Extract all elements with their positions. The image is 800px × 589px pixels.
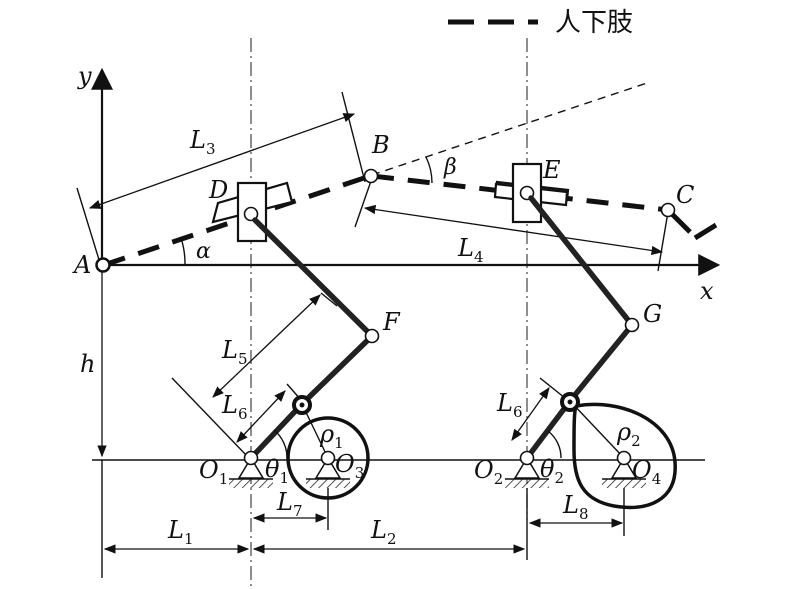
point-e-label: E	[542, 156, 561, 184]
crank-arm-2	[524, 398, 573, 461]
l4-label: L4	[457, 234, 483, 266]
alpha-reference-line	[371, 81, 651, 176]
rho1-label: ρ1	[319, 420, 344, 452]
link-d-f	[252, 217, 375, 339]
legend-label: 人下肢	[555, 8, 633, 38]
joint-a	[95, 257, 111, 273]
h-label: h	[80, 350, 95, 378]
l6b-label: L6	[496, 389, 522, 421]
l5-extension	[320, 292, 338, 307]
l1-label: L1	[167, 516, 193, 548]
joint-b	[363, 168, 379, 184]
l2-label: L2	[370, 516, 396, 548]
theta1-arc	[273, 429, 288, 459]
point-o3-label: O3	[335, 450, 364, 482]
l4-extension-b	[354, 177, 373, 228]
point-b-label: B	[371, 131, 390, 159]
point-g-label: G	[643, 300, 662, 328]
alpha-label: α	[196, 239, 211, 264]
axes: y x	[77, 62, 721, 305]
link-g-crank2	[567, 322, 635, 404]
l3-extension-b	[341, 91, 366, 183]
slider-e	[493, 162, 570, 224]
l8-label: L8	[562, 491, 588, 523]
l4-dimension-line	[363, 204, 664, 256]
y-axis-label: y	[77, 62, 92, 90]
slider-d	[211, 181, 294, 243]
cam-2	[572, 402, 677, 510]
joint-c	[660, 202, 676, 218]
point-a-label: A	[72, 251, 91, 279]
legend: 人下肢	[448, 8, 633, 38]
joint-g	[624, 317, 640, 333]
point-o2-label: O2	[474, 456, 503, 488]
rho2-label: ρ2	[616, 418, 641, 450]
support-o3	[306, 450, 350, 488]
l3-dimension-line	[88, 113, 356, 209]
link-e-g	[528, 195, 635, 328]
x-axis-label: x	[700, 277, 714, 305]
l4-extension-c	[657, 211, 669, 272]
l5-dimension-line	[212, 294, 321, 398]
shank-link-end	[693, 222, 718, 241]
point-f-label: F	[382, 308, 401, 336]
support-o2	[505, 450, 549, 488]
l3-extension-a	[76, 187, 101, 264]
beta-label: β	[443, 155, 457, 180]
l5-label: L5	[221, 336, 247, 368]
l7-label: L7	[276, 488, 302, 520]
support-o1	[229, 450, 273, 488]
theta2-label: θ2	[540, 455, 564, 487]
roller-1-inner	[299, 402, 305, 408]
crank-arm-1	[248, 401, 305, 461]
point-o4-label: O4	[632, 456, 661, 488]
l6a-dimension-line	[236, 390, 286, 443]
support-o4	[602, 450, 646, 488]
l3-label: L3	[189, 126, 215, 158]
alpha-arc	[180, 237, 186, 266]
roller-2-inner	[567, 399, 573, 405]
joint-f	[364, 328, 380, 344]
beta-arc	[425, 156, 433, 184]
point-d-label: D	[208, 176, 228, 204]
theta2-arc	[547, 430, 562, 459]
l6a-label: L6	[221, 391, 247, 423]
point-c-label: C	[676, 181, 694, 209]
rho2-radius	[569, 400, 625, 459]
l6b-dimension-line	[511, 387, 550, 441]
link-f-crank1	[299, 333, 375, 407]
l6a-extension	[171, 377, 248, 457]
theta1-label: θ1	[265, 455, 289, 487]
point-o1-label: O1	[199, 456, 228, 488]
